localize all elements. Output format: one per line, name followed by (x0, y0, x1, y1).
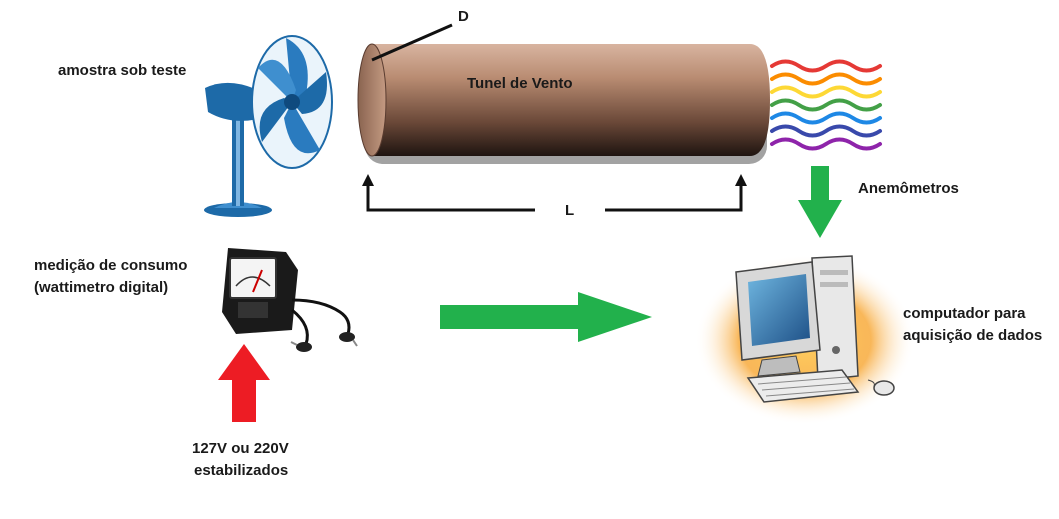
green-down-arrow (798, 166, 842, 238)
length-bracket (366, 182, 743, 212)
computer-label-line2: aquisição de dados (903, 327, 1043, 344)
wind-tunnel (357, 43, 770, 164)
wind-wave-line (770, 124, 882, 138)
wind-wave-line (770, 111, 882, 125)
length-arrow-right (735, 174, 747, 186)
computer-label-line1: computador para (903, 305, 1026, 322)
consumption-label-line2: (wattimetro digital) (34, 279, 169, 296)
length-arrow-left (362, 174, 374, 186)
sample-label: amostra sob teste (58, 62, 187, 79)
computer-icon (695, 255, 915, 425)
red-up-arrow (218, 344, 270, 422)
voltage-label-line2: estabilizados (194, 462, 289, 479)
tunnel-label: Tunel de Vento (467, 75, 573, 92)
wind-wave-line (770, 85, 882, 99)
wind-wave-line (770, 98, 882, 112)
diameter-line (371, 23, 453, 62)
diameter-label: D (458, 8, 469, 25)
wattmeter-icon (222, 248, 358, 352)
wind-waves-icon (770, 59, 882, 151)
voltage-label-line1: 127V ou 220V (192, 440, 289, 457)
wind-wave-line (770, 72, 882, 86)
consumption-label-line1: medição de consumo (34, 257, 188, 274)
green-right-arrow (440, 292, 652, 342)
anemometers-label: Anemômetros (858, 180, 959, 197)
wind-wave-line (770, 137, 882, 151)
length-label: L (565, 202, 575, 219)
wind-wave-line (770, 59, 882, 73)
fan-icon (204, 35, 333, 217)
